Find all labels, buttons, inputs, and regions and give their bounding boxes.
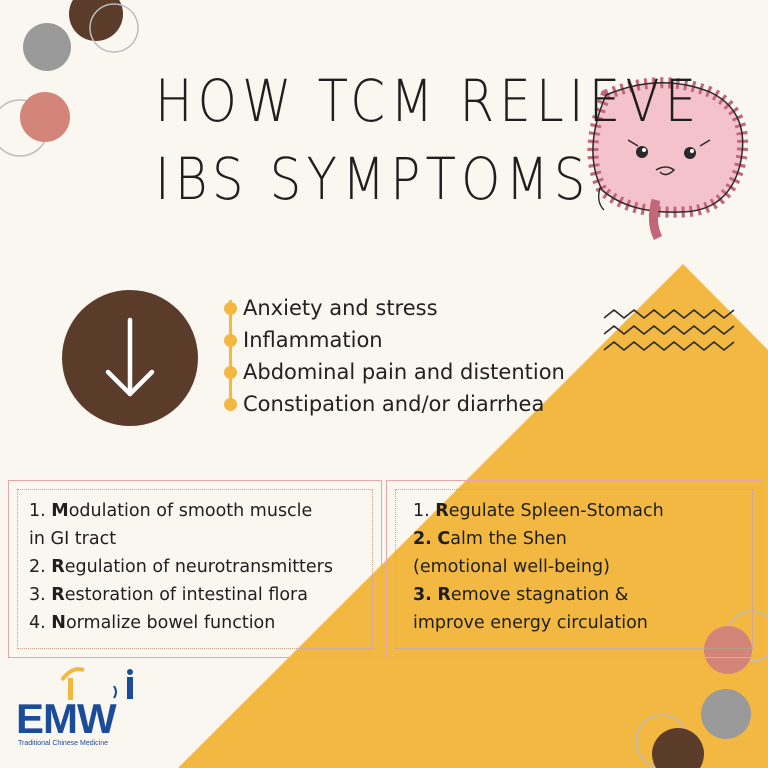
item-number: 3. (413, 585, 432, 605)
gray-circle-left (23, 23, 71, 71)
title-line-2: IBS SYMPTOMS (155, 145, 591, 213)
list-item: 3. Restoration of intestinal flora (29, 581, 333, 609)
item-number: 4. (29, 613, 46, 633)
list-item: Abdominal pain and distention (222, 356, 565, 388)
tcm-approach-box: 1. Regulate Spleen-Stomach 2. Calm the S… (386, 480, 762, 658)
list-item: 2. Regulation of neurotransmitters (29, 553, 333, 581)
down-arrow-icon (105, 317, 155, 397)
item-number: 2. (29, 557, 46, 577)
list-item: Anxiety and stress (222, 292, 565, 324)
bullet-dot-icon (224, 334, 237, 347)
symptom-label: Abdominal pain and distention (243, 360, 565, 384)
item-initial: R (51, 557, 65, 577)
arrow-circle (62, 290, 198, 426)
item-number: 3. (29, 585, 46, 605)
list-item: 1. Modulation of smooth muscle (29, 497, 333, 525)
emw-logo: EMW Traditional Chinese Medicine (14, 662, 144, 756)
item-initial: R (51, 585, 65, 605)
list-item: in GI tract (29, 525, 333, 553)
item-initial: R (437, 585, 451, 605)
item-number: 2. (413, 529, 432, 549)
list-item: 4. Normalize bowel function (29, 609, 333, 637)
item-text: (emotional well-being) (413, 557, 610, 577)
list-item: 3. Remove stagnation & (413, 581, 664, 609)
list-item: 2. Calm the Shen (413, 525, 664, 553)
brown-circle-bottom (652, 728, 704, 768)
zigzag-lines-icon (603, 308, 735, 352)
logo-subtitle: Traditional Chinese Medicine (18, 740, 109, 747)
item-initial: N (51, 613, 66, 633)
list-item: 1. Regulate Spleen-Stomach (413, 497, 664, 525)
item-text: emove stagnation & (450, 585, 629, 605)
item-initial: C (437, 529, 451, 549)
item-text: odulation of smooth muscle (68, 501, 313, 521)
item-text: estoration of intestinal flora (64, 585, 308, 605)
tcm-approach-list: 1. Regulate Spleen-Stomach 2. Calm the S… (413, 497, 664, 637)
page-title: HOW TCM RELIEVE IBS SYMPTOMS (155, 62, 702, 218)
item-text: egulate Spleen-Stomach (448, 501, 664, 521)
box-dotted-border (395, 489, 753, 649)
symptom-timeline-line (229, 300, 232, 406)
item-initial: M (51, 501, 69, 521)
brown-circle-top (69, 0, 123, 41)
item-text: ormalize bowel function (65, 613, 276, 633)
logo-text: EMW (16, 695, 117, 742)
list-item: Constipation and/or diarrhea (222, 388, 565, 420)
item-number: 1. (413, 501, 430, 521)
list-item: (emotional well-being) (413, 553, 664, 581)
logo-figure-icon (60, 667, 133, 700)
item-text: improve energy circulation (413, 613, 648, 633)
mechanism-box: 1. Modulation of smooth muscle in GI tra… (8, 480, 382, 658)
bullet-dot-icon (224, 398, 237, 411)
yellow-triangle-shape (178, 264, 768, 768)
symptom-label: Anxiety and stress (243, 296, 438, 320)
item-initial: R (435, 501, 449, 521)
gray-circle-right (701, 689, 751, 739)
mechanism-list: 1. Modulation of smooth muscle in GI tra… (29, 497, 333, 637)
list-item: Inflammation (222, 324, 565, 356)
salmon-circle-left (20, 92, 70, 142)
item-number: 1. (29, 501, 46, 521)
item-text: alm the Shen (450, 529, 567, 549)
item-text: egulation of neurotransmitters (64, 557, 333, 577)
symptom-label: Constipation and/or diarrhea (243, 392, 545, 416)
box-dotted-border (17, 489, 373, 649)
bullet-dot-icon (224, 366, 237, 379)
title-line-1: HOW TCM RELIEVE (155, 67, 702, 135)
outline-circle-top (89, 3, 139, 53)
bullet-dot-icon (224, 302, 237, 315)
salmon-circle-right (704, 626, 752, 674)
item-text: in GI tract (29, 529, 117, 549)
symptom-list: Anxiety and stress Inflammation Abdomina… (222, 292, 565, 420)
list-item: improve energy circulation (413, 609, 664, 637)
symptom-label: Inflammation (243, 328, 383, 352)
